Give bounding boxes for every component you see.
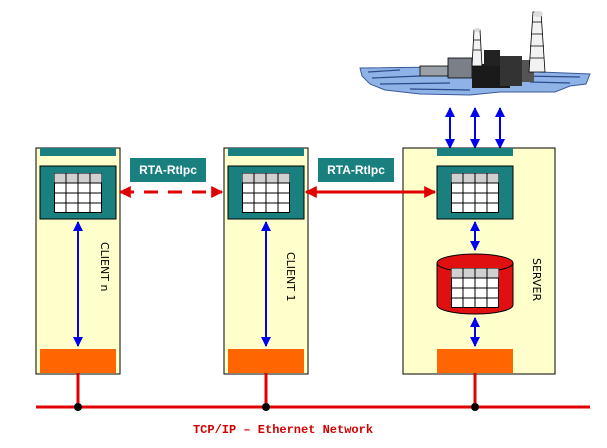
server-node: SERVER xyxy=(402,147,556,375)
client-n-node: CLIENT n xyxy=(35,147,121,375)
grid-table-icon xyxy=(242,173,290,213)
grid-table-icon xyxy=(54,173,102,213)
grid-table-icon xyxy=(451,173,499,213)
bus-junction xyxy=(471,403,479,411)
rta-rtipc-label-left: RTA-RtIpc xyxy=(139,163,197,177)
network-port xyxy=(40,349,116,373)
rta-rtipc-tag-left: RTA-RtIpc xyxy=(130,158,206,182)
ethernet-network-bus xyxy=(36,373,590,411)
network-port xyxy=(228,349,304,373)
plant-server-links xyxy=(445,107,505,149)
rta-rtipc-tag-right: RTA-RtIpc xyxy=(318,158,394,182)
network-port xyxy=(437,349,513,373)
network-label: TCP/IP – Ethernet Network xyxy=(193,423,373,437)
client-n-label: CLIENT n xyxy=(98,242,111,291)
client-1-node: CLIENT 1 xyxy=(223,147,309,375)
industrial-plant-icon xyxy=(359,11,591,96)
server-label: SERVER xyxy=(530,258,543,301)
bus-junction xyxy=(74,403,82,411)
client-1-label: CLIENT 1 xyxy=(284,252,297,301)
bus-junction xyxy=(262,403,270,411)
database-cylinder-icon xyxy=(436,253,514,315)
rta-rtipc-label-right: RTA-RtIpc xyxy=(327,163,385,177)
